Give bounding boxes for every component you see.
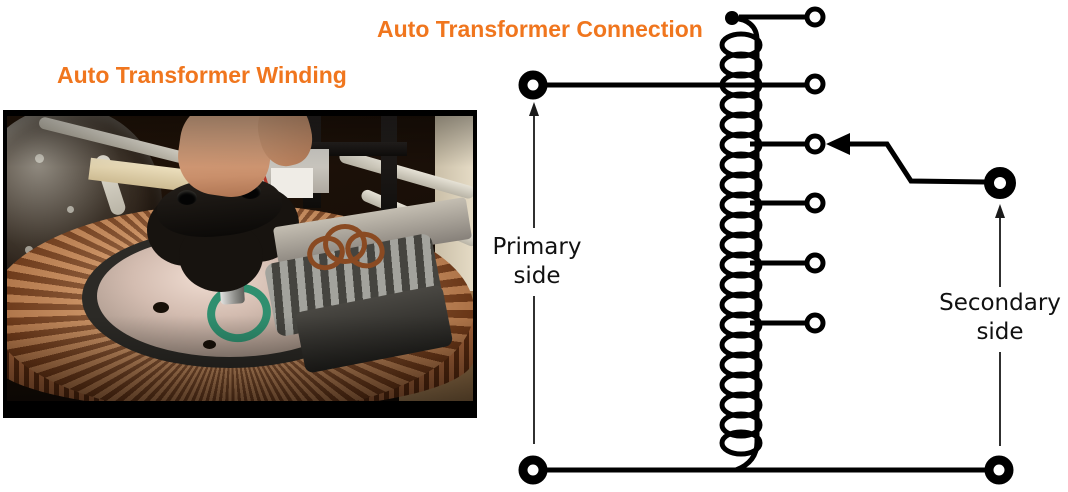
tap-terminal-2 — [804, 73, 826, 95]
coil-loops — [719, 31, 763, 457]
wiper-arrowhead — [826, 133, 850, 155]
tap-terminal-1 — [804, 6, 826, 28]
secondary-side-label: Secondary side — [925, 289, 1068, 347]
top-junction-dot — [725, 11, 739, 25]
tap-terminal-4 — [804, 192, 826, 214]
photo-frame — [7, 116, 473, 401]
secondary-side-label-line1: Secondary — [939, 290, 1061, 316]
secondary-terminal-top — [984, 167, 1016, 199]
tap-terminal-6 — [804, 312, 826, 334]
secondary-terminal-bottom — [984, 455, 1014, 485]
photo-vignette — [7, 116, 473, 401]
secondary-arrowhead — [995, 204, 1005, 218]
primary-terminal-bottom — [518, 455, 548, 485]
primary-side-label-line1: Primary — [492, 234, 582, 260]
primary-side-label: Primary side — [477, 233, 597, 291]
primary-side-label-line2: side — [513, 263, 561, 289]
connection-diagram-title: Auto Transformer Connection — [377, 16, 703, 42]
tap-terminal-5 — [804, 252, 826, 274]
tap-terminal-3 — [804, 133, 826, 155]
wiper-wire — [849, 141, 987, 185]
winding-photo-title: Auto Transformer Winding — [57, 62, 347, 88]
transformer-photo — [3, 110, 477, 418]
primary-terminal-top — [518, 70, 548, 100]
secondary-side-label-line2: side — [976, 319, 1024, 345]
primary-arrowhead — [529, 102, 539, 116]
